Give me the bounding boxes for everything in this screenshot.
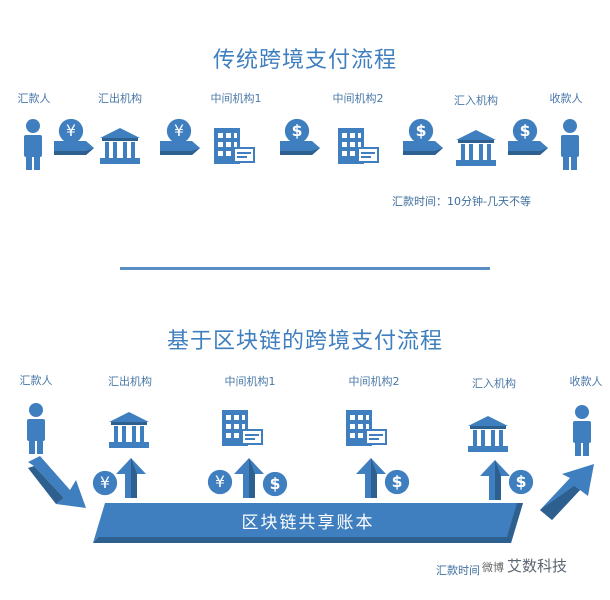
weibo-logo-text: 微博 <box>482 561 504 574</box>
blockchain-title: 基于区块链的跨境支付流程 <box>166 329 443 354</box>
bc-label-remitter: 汇款人 <box>19 374 53 387</box>
flow-arrow-icon <box>280 141 320 155</box>
person-icon <box>21 118 45 170</box>
bc-remit-time: 汇款时间 <box>436 564 480 577</box>
trad-label-intermediary-1: 中间机构1 <box>210 92 262 105</box>
person-icon <box>24 402 48 454</box>
yuan-coin-icon <box>92 470 118 496</box>
watermark-brand: 艾数科技 <box>507 557 568 575</box>
bc-label-intermediary-2: 中间机构2 <box>348 375 400 388</box>
flow-arrow-icon <box>508 141 548 155</box>
dollar-coin-icon <box>262 471 288 497</box>
trad-label-intermediary-2: 中间机构2 <box>332 92 384 105</box>
section-divider <box>120 267 490 270</box>
bc-label-payee: 收款人 <box>569 375 603 388</box>
office-building-icon <box>212 126 256 166</box>
trad-label-payee: 收款人 <box>549 92 583 105</box>
shared-ledger-label: 区块链共享账本 <box>241 513 375 533</box>
traditional-title: 传统跨境支付流程 <box>212 48 397 73</box>
down-right-arrow-icon <box>28 456 86 508</box>
flow-arrow-icon <box>403 141 443 155</box>
up-arrow-icon <box>234 458 264 498</box>
trad-remit-time: 汇款时间：10分钟-几天不等 <box>392 195 531 208</box>
person-icon <box>570 404 594 456</box>
bank-icon <box>100 128 140 164</box>
trad-label-remitter: 汇款人 <box>17 92 51 105</box>
up-arrow-icon <box>480 460 510 500</box>
bank-icon <box>109 412 149 448</box>
office-building-icon <box>220 408 264 448</box>
up-arrow-icon <box>116 458 146 498</box>
yuan-coin-icon <box>207 469 233 495</box>
office-building-icon <box>344 408 388 448</box>
dollar-coin-icon <box>508 469 534 495</box>
dollar-coin-icon <box>384 469 410 495</box>
up-right-arrow-icon <box>540 464 594 520</box>
bc-label-receiving-inst: 汇入机构 <box>472 377 516 390</box>
trad-label-sending-inst: 汇出机构 <box>98 92 142 105</box>
watermark: 微博艾数科技 <box>482 555 567 576</box>
up-arrow-icon <box>356 458 386 498</box>
bank-icon <box>456 130 496 166</box>
person-icon <box>558 118 582 170</box>
bank-icon <box>468 416 508 452</box>
flow-arrow-icon <box>54 141 94 155</box>
trad-label-receiving-inst: 汇入机构 <box>454 94 498 107</box>
shared-ledger-bar <box>93 503 523 543</box>
office-building-icon <box>336 126 380 166</box>
bc-label-sending-inst: 汇出机构 <box>108 375 152 388</box>
bc-label-intermediary-1: 中间机构1 <box>224 375 276 388</box>
flow-arrow-icon <box>160 141 200 155</box>
